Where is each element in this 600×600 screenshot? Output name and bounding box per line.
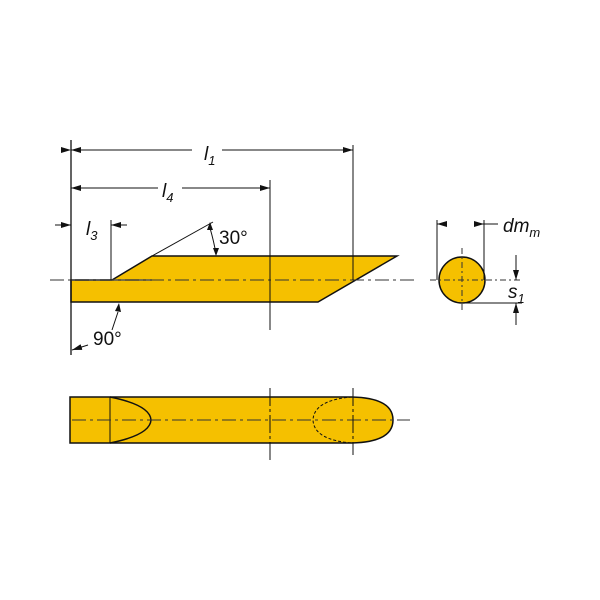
end-view: dmm s1 [430,216,540,325]
side-view: l1 l4 l3 30° 90° [50,140,415,355]
dmm-label: dmm [503,216,540,240]
l4-label: l4 [162,181,173,205]
top-view [69,388,410,460]
l3-label: l3 [86,219,98,243]
angle-90-label: 90° [93,329,122,350]
angle-30-label: 30° [219,228,248,249]
l1-label: l1 [204,144,215,168]
s1-label: s1 [508,282,525,306]
insert-body-side [70,255,400,303]
